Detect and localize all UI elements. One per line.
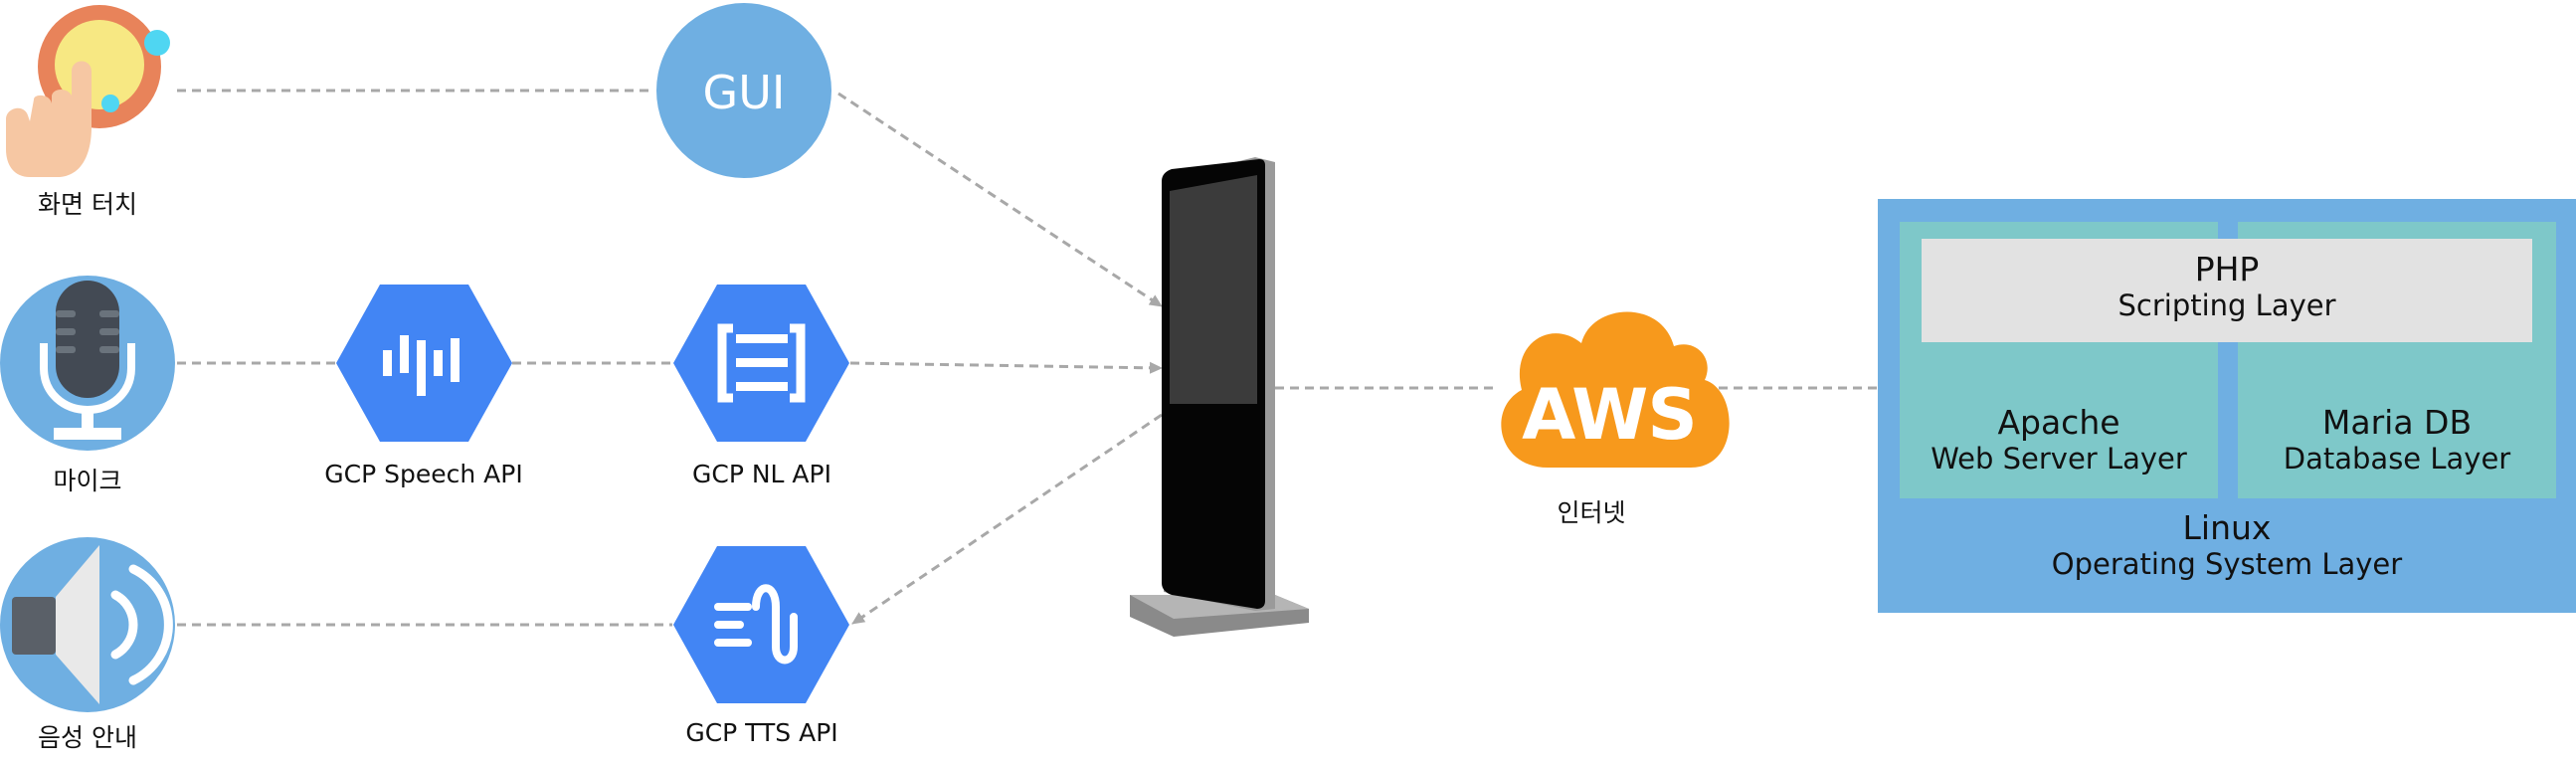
nl-api-label: GCP NL API [692, 460, 831, 488]
php-layer [1922, 239, 2532, 342]
gui-label: GUI [702, 66, 786, 119]
server-stack [1878, 199, 2576, 613]
kiosk-screen [1170, 175, 1257, 404]
mariadb-title: Maria DB [2321, 403, 2473, 442]
speech-api-icon [336, 285, 512, 442]
tts-api-label: GCP TTS API [685, 718, 838, 747]
touch-label: 화면 터치 [38, 190, 137, 219]
php-subtitle: Scripting Layer [2117, 288, 2336, 322]
linux-subtitle: Operating System Layer [2051, 547, 2403, 581]
linux-text: Linux Operating System Layer [1878, 508, 2576, 582]
apache-text: Apache Web Server Layer [1900, 403, 2218, 477]
gui-to-kiosk-arrow [837, 92, 1163, 308]
aws-cloud-icon [1501, 311, 1730, 468]
mariadb-subtitle: Database Layer [2283, 442, 2511, 476]
speaker-icon [0, 537, 175, 712]
php-title: PHP [2194, 250, 2260, 288]
mic-label: 마이크 [53, 467, 122, 495]
nl-to-kiosk-arrow [849, 361, 1163, 374]
linux-title: Linux [2182, 508, 2272, 547]
speech-api-label: GCP Speech API [324, 460, 523, 488]
php-text: PHP Scripting Layer [1922, 250, 2532, 323]
kiosk-to-tts-arrow [851, 413, 1163, 626]
touch-icon [6, 5, 170, 177]
apache-subtitle: Web Server Layer [1931, 442, 2187, 476]
mariadb-text: Maria DB Database Layer [2238, 403, 2556, 477]
internet-label: 인터넷 [1557, 498, 1626, 527]
mic-icon [0, 276, 175, 451]
tts-api-icon [673, 546, 849, 703]
nl-api-icon [673, 285, 849, 442]
kiosk-device [1130, 157, 1309, 637]
aws-label: AWS [1522, 374, 1698, 456]
gui-circle [656, 3, 831, 178]
voice-label: 음성 안내 [38, 723, 137, 752]
apache-title: Apache [1997, 403, 2120, 442]
connectors [177, 89, 1878, 627]
